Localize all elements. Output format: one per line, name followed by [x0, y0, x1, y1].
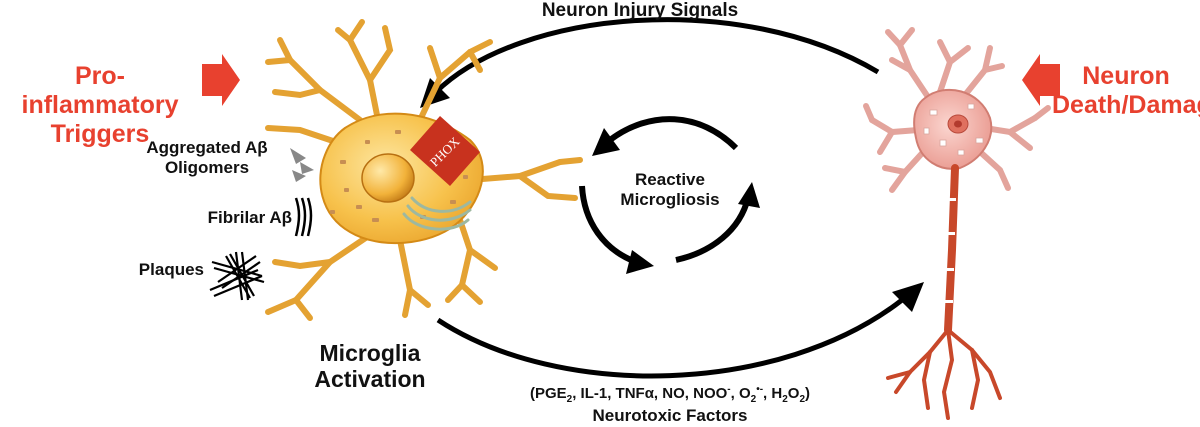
- neuron-cell: [863, 27, 1051, 420]
- neurotoxic-arrowhead: [892, 282, 924, 312]
- microglia-line2: Activation: [314, 366, 426, 393]
- right-trigger-arrow: [1022, 54, 1060, 106]
- cycle-arrow-top: [608, 116, 739, 151]
- fibrilar-label: Fibrilar Aβ: [207, 208, 292, 227]
- left-trigger-line2: Triggers: [50, 119, 150, 148]
- cycle-arrow-left: [579, 185, 638, 265]
- cycle-arrowhead-top: [592, 128, 620, 156]
- cycle-line2: Microgliosis: [620, 189, 720, 209]
- microglia-line1: Microglia: [319, 340, 421, 366]
- left-trigger-arrow: [202, 54, 240, 106]
- neurotoxic-factors-list: (PGE2, IL-1, TNFα, NO, NOO-, O2•-, H2O2): [529, 384, 811, 405]
- aggregated-label-line2: Oligomers: [164, 157, 250, 177]
- right-trigger-label: Neuron Death/Damage: [1052, 62, 1200, 120]
- right-trigger-line1: Neuron: [1082, 62, 1170, 90]
- neurotoxic-factors-title: Neurotoxic Factors: [592, 406, 748, 425]
- aggregated-label-line1: Aggregated Aβ: [146, 138, 268, 157]
- neurotoxic-arrow: [436, 298, 904, 379]
- cycle-arrowhead-right: [738, 182, 760, 208]
- left-trigger-line1: Pro-inflammatory: [21, 62, 179, 119]
- cycle-line1: Reactive: [635, 170, 705, 189]
- left-trigger-label: Pro-inflammatory Triggers: [0, 62, 200, 148]
- right-trigger-line2: Death/Damage: [1052, 90, 1200, 119]
- cycle-arrow-right: [675, 197, 751, 263]
- phox-enzyme: PHOX: [410, 116, 480, 186]
- cycle-arrowhead-left: [626, 250, 654, 274]
- neuron-injury-arrow: [434, 17, 880, 94]
- reactive-microgliosis-label: Reactive Microgliosis: [590, 170, 750, 209]
- plaques-icon: [209, 251, 265, 301]
- microglia-cell: [265, 19, 583, 321]
- plaques-label: Plaques: [138, 260, 204, 279]
- aggregated-oligomers-label: Aggregated Aβ Oligomers: [122, 138, 292, 177]
- aggregated-oligomers-icon: [290, 148, 314, 182]
- fibrilar-icon: [294, 197, 313, 237]
- microglia-activation-label: Microglia Activation: [290, 340, 450, 393]
- neuron-injury-signals-label: Neuron Injury Signals: [541, 0, 739, 21]
